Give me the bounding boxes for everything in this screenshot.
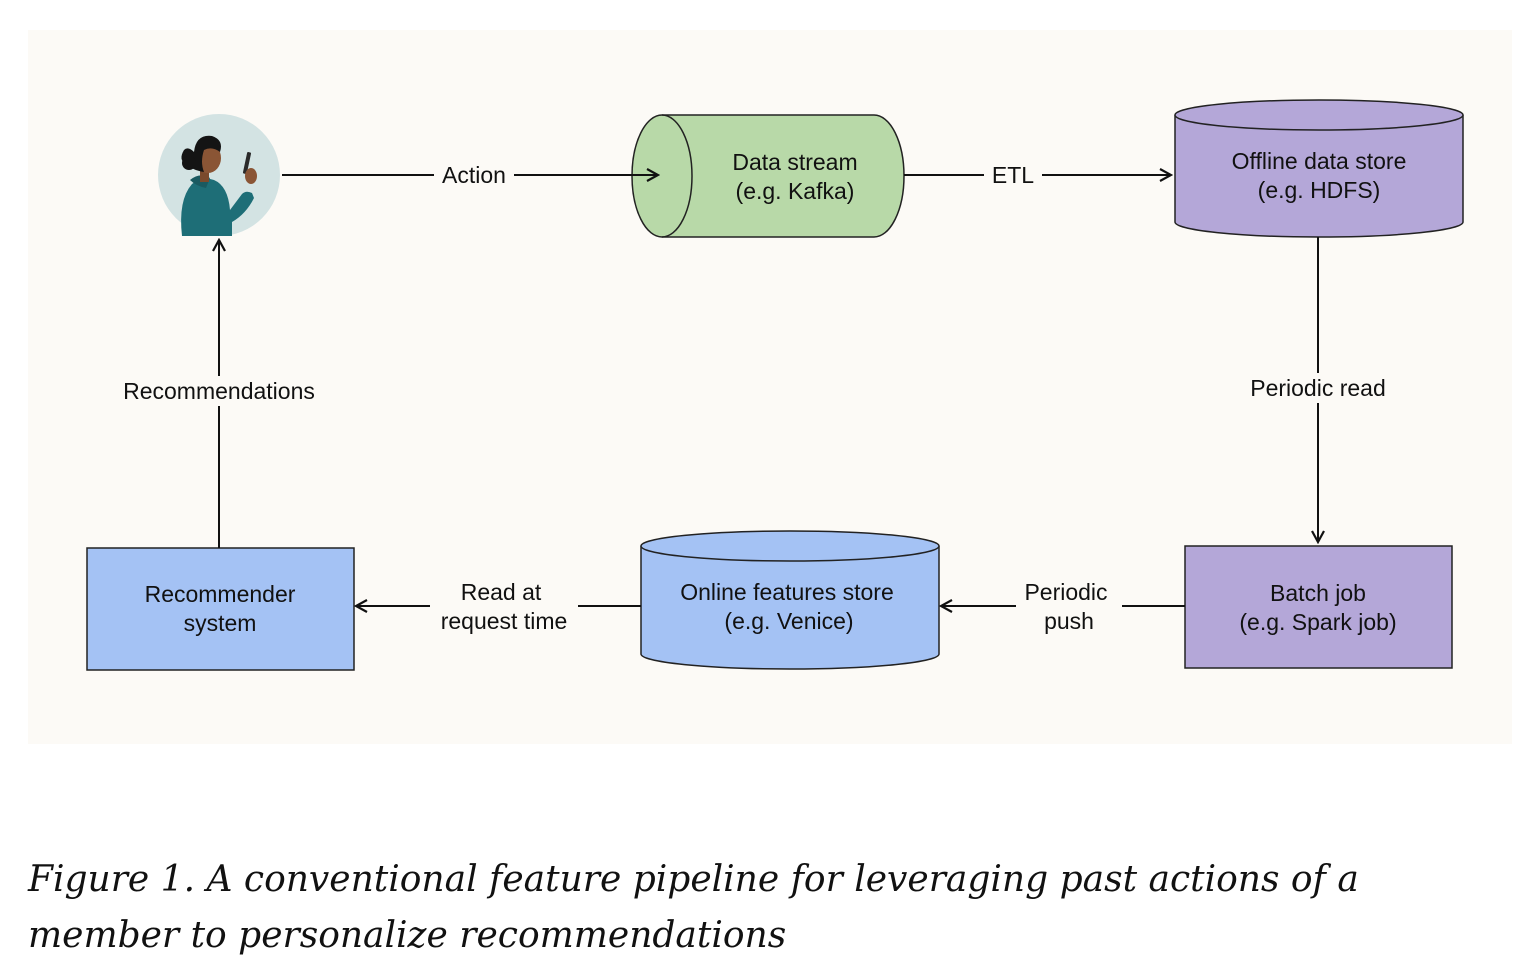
online-store-title: Online features store xyxy=(680,579,894,605)
online-store-example: (e.g. Venice) xyxy=(724,608,853,634)
data-stream-example: (e.g. Kafka) xyxy=(736,178,855,204)
edge-label-action: Action xyxy=(442,162,506,188)
edge-label-read-at-line2: request time xyxy=(441,608,568,634)
edge-label-etl: ETL xyxy=(992,162,1034,188)
batch-job-node: Batch job (e.g. Spark job) xyxy=(1184,545,1453,669)
edge-read-at-request: Read at request time xyxy=(356,576,641,636)
edge-label-recommendations: Recommendations xyxy=(123,378,315,404)
edge-label-periodic-push-line1: Periodic xyxy=(1024,579,1107,605)
figure-caption: Figure 1. A conventional feature pipelin… xyxy=(28,859,1359,956)
person-with-phone-icon xyxy=(181,135,257,236)
online-store-node: Online features store (e.g. Venice) xyxy=(640,530,940,670)
edge-label-periodic-push-line2: push xyxy=(1044,608,1094,634)
edge-label-periodic-read: Periodic read xyxy=(1250,375,1386,401)
batch-job-title: Batch job xyxy=(1270,580,1366,606)
edge-action: Action xyxy=(282,160,658,190)
recommender-title: Recommender xyxy=(145,581,296,607)
edge-label-read-at-line1: Read at xyxy=(461,579,542,605)
offline-store-example: (e.g. HDFS) xyxy=(1258,177,1381,203)
recommender-subtitle: system xyxy=(184,610,257,636)
recommender-node: Recommender system xyxy=(86,547,355,671)
data-stream-title: Data stream xyxy=(732,149,857,175)
edge-recommendations: Recommendations xyxy=(110,240,328,548)
batch-job-example: (e.g. Spark job) xyxy=(1239,609,1396,635)
offline-store-title: Offline data store xyxy=(1232,148,1407,174)
edge-periodic-read: Periodic read xyxy=(1238,237,1398,542)
offline-store-node: Offline data store (e.g. HDFS) xyxy=(1174,99,1464,238)
edge-etl: ETL xyxy=(904,160,1171,190)
data-stream-node: Data stream (e.g. Kafka) xyxy=(631,114,905,238)
edge-periodic-push: Periodic push xyxy=(941,576,1185,636)
member-avatar xyxy=(158,114,280,236)
pipeline-diagram: Data stream (e.g. Kafka) Offline data st… xyxy=(86,99,1464,671)
